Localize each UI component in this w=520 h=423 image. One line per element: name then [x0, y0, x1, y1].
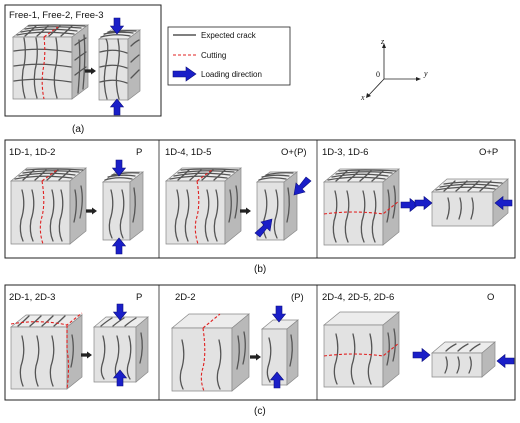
panel-a-title: Free-1, Free-2, Free-3 [9, 10, 104, 21]
cube-1d-half-op [254, 171, 312, 241]
panel-a-caption: (a) [72, 124, 84, 135]
cube-2d-half [93, 303, 149, 387]
cube-2d2-full [171, 313, 250, 392]
panel-c-tag-2: (P) [291, 292, 304, 303]
axis-z-label: z [380, 37, 385, 46]
legend: Expected crack Cutting Loading direction [167, 26, 291, 86]
panel-b-tag-3: O+P [479, 147, 498, 158]
panel-c-title-1: 2D-1, 2D-3 [9, 292, 55, 303]
arrow-diagonal-icon [293, 176, 312, 196]
panel-c-caption: (c) [254, 406, 266, 417]
cube-1d-full-2 [165, 167, 242, 245]
axis-x-label: x [360, 93, 365, 102]
panel-b-title-3: 1D-3, 1D-6 [322, 147, 368, 158]
panel-a: Free-1, Free-2, Free-3 [4, 4, 162, 135]
panel-c-tag-1: P [136, 292, 142, 303]
legend-arrow-label: Loading direction [201, 70, 262, 79]
cube-2d-full [10, 312, 83, 390]
cube-1d-full-3 [323, 168, 400, 246]
panel-c-tag-3: O [487, 292, 494, 303]
cube-2d3-full [323, 311, 400, 388]
cube-1d-half-p [101, 159, 145, 255]
panel-c-title-2: 2D-2 [175, 292, 196, 303]
axis-y-label: y [423, 69, 428, 78]
panel-b-title-2: 1D-4, 1D-5 [165, 147, 211, 158]
panel-c-title-3: 2D-4, 2D-5, 2D-6 [322, 292, 394, 303]
axis-origin-label: 0 [376, 70, 380, 79]
cube-2d3-slab [431, 341, 496, 378]
panel-b-tag-1: P [136, 147, 142, 158]
cube-free-half [97, 17, 142, 116]
panel-c: 2D-1, 2D-3 P 2D-2 (P) 2D-4, 2D-5, 2D-6 O [4, 284, 516, 417]
legend-cutting-label: Cutting [201, 51, 226, 60]
cube-1d-full [10, 167, 87, 245]
cube-2d2-half [261, 305, 299, 389]
cube-free-full [11, 24, 90, 100]
legend-arrow-icon [172, 66, 197, 82]
arrow-diagonal-icon [254, 218, 273, 238]
panel-b-title-1: 1D-1, 1D-2 [9, 147, 55, 158]
panel-b-caption: (b) [254, 264, 266, 275]
coordinate-axes: z y x 0 [360, 37, 428, 102]
panel-b: 1D-1, 1D-2 P 1D-4, 1D-5 O+(P) 1D-3, 1D-6… [4, 139, 516, 275]
legend-crack-label: Expected crack [201, 31, 257, 40]
panel-b-tag-2: O+(P) [281, 147, 307, 158]
